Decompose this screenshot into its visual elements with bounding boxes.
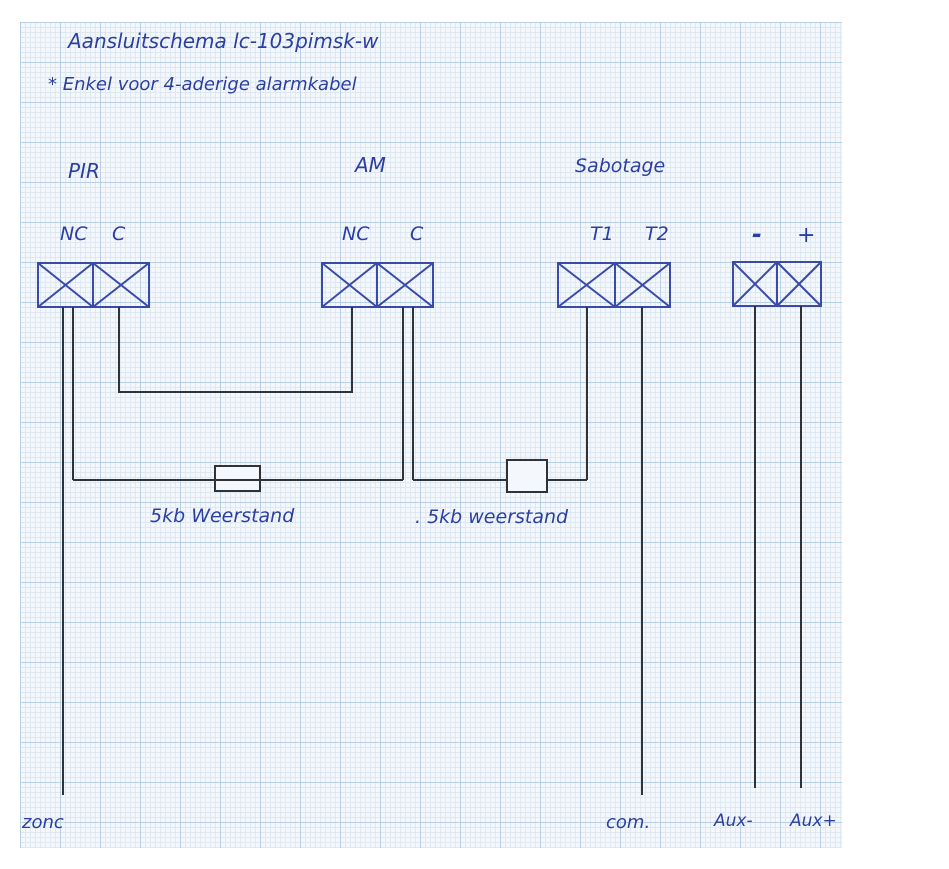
resistor-label-2: . 5kb weerstand [415, 506, 569, 528]
bottom-label-zone: zonc [21, 812, 64, 833]
resistor-1 [214, 465, 261, 492]
diagram-title: Aansluitschema lc-103pimsk-w [66, 29, 379, 53]
terminal-block-aux [732, 261, 822, 307]
graph-paper [20, 22, 842, 848]
device-label-pir: PIR [68, 159, 100, 183]
resistor-label-1: 5kb Weerstand [150, 505, 295, 527]
terminal-label-am-nc: NC [342, 223, 370, 245]
terminal-label-pir-nc: NC [60, 223, 88, 245]
diagram-subtitle: * Enkel voor 4-aderige alarmkabel [48, 74, 357, 95]
device-label-am: AM [353, 153, 386, 177]
bottom-label-com: com. [606, 812, 650, 833]
terminal-label-minus: - [752, 220, 762, 248]
terminal-block-pir [37, 262, 150, 308]
terminal-block-sabotage [557, 262, 671, 308]
terminal-label-plus: + [797, 223, 815, 248]
terminal-label-am-c: C [410, 223, 424, 245]
device-label-sabotage: Sabotage [575, 155, 665, 177]
resistor-2 [506, 459, 548, 493]
terminal-label-pir-c: C [112, 223, 126, 245]
bottom-label-aux-plus: Aux+ [789, 811, 837, 831]
bottom-label-aux-minus: Aux- [713, 811, 753, 831]
wires [62, 306, 802, 795]
terminal-label-t1: T1 [590, 223, 614, 245]
terminal-label-t2: T2 [645, 223, 669, 245]
terminal-block-am [321, 262, 434, 308]
